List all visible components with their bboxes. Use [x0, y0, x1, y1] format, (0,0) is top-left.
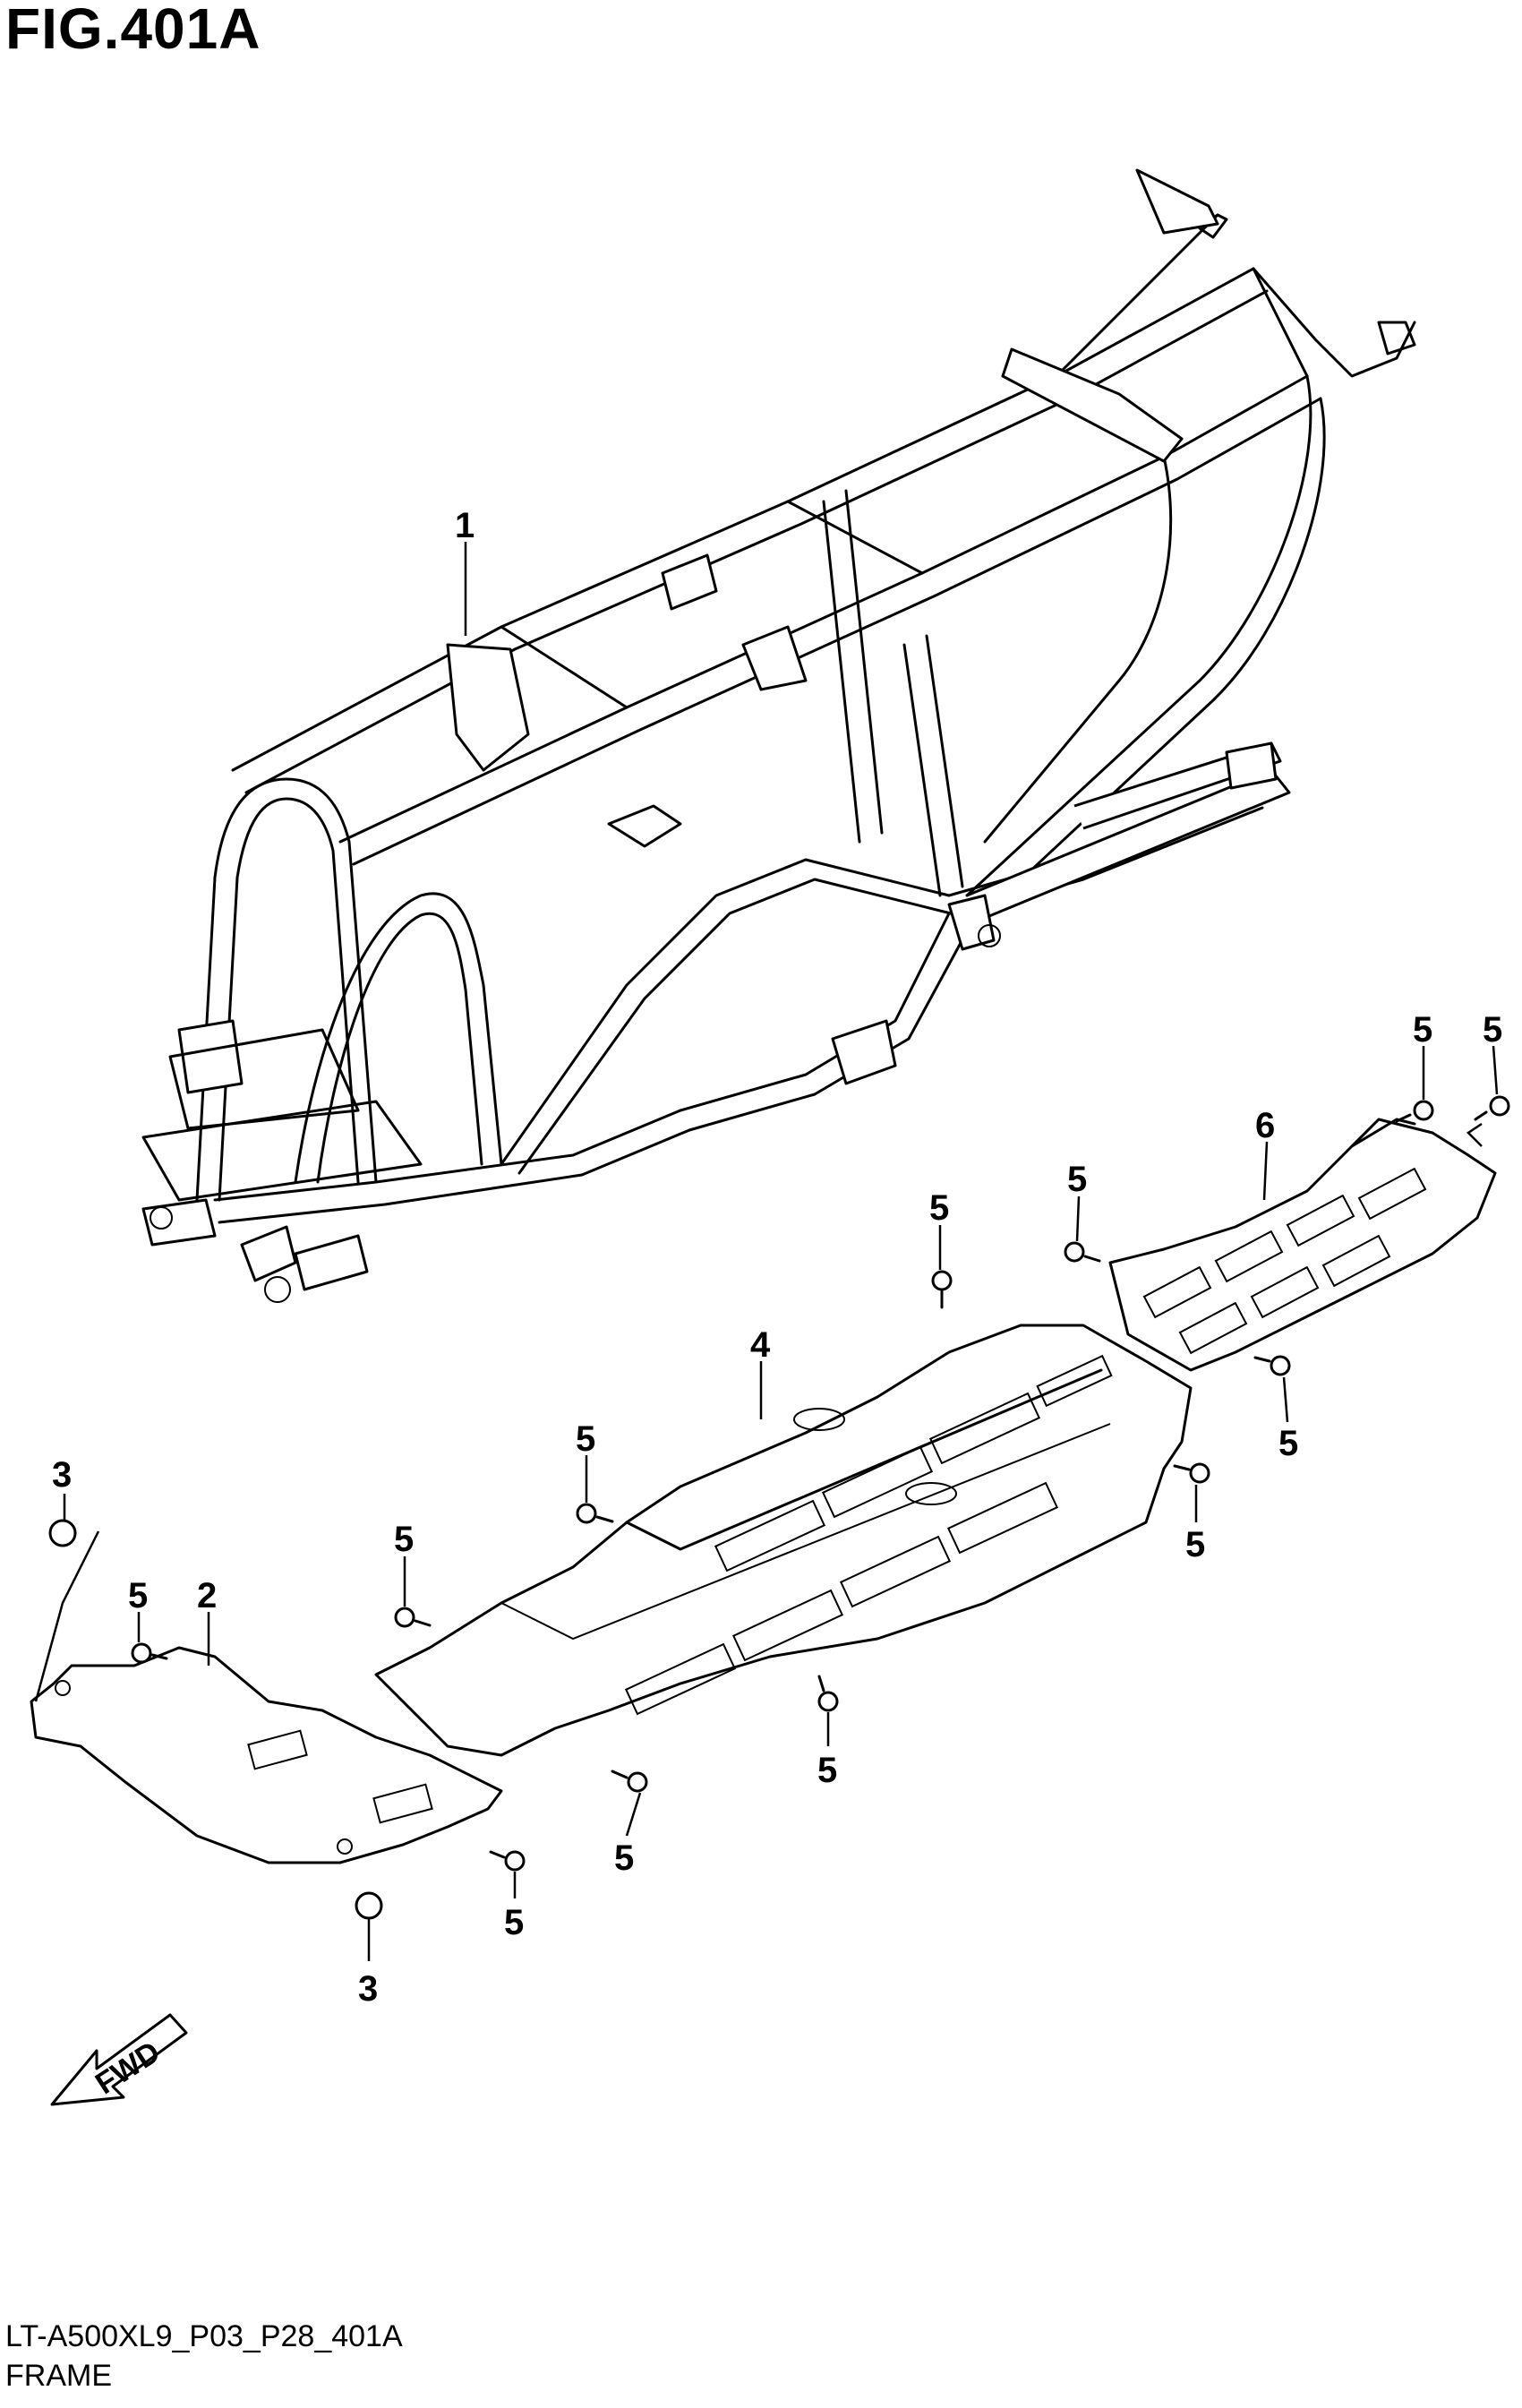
bolt-icon — [1395, 1100, 1434, 1123]
bolt-icon — [931, 1270, 953, 1309]
callout-screw-front-top: 3 — [52, 1455, 72, 1495]
callout-screw-front-bottom: 3 — [358, 1969, 378, 2009]
callout-bolt-center-bottom: 5 — [817, 1751, 837, 1790]
bolt-icons — [48, 1095, 1510, 1920]
frame-assembly — [141, 168, 1416, 1303]
callout-bolt-rear-mid: 5 — [929, 1188, 949, 1228]
callout-bolt-rear-left: 5 — [1067, 1160, 1087, 1199]
bolt-icon — [489, 1850, 526, 1872]
screw-icon — [48, 1519, 77, 1547]
bolt-icon — [394, 1607, 432, 1628]
bolt-icon — [576, 1503, 614, 1524]
leader-lines — [34, 542, 1499, 1961]
callout-bolt-center-right: 5 — [1278, 1424, 1298, 1463]
callout-front-skid-plate: 2 — [197, 1576, 217, 1615]
callout-center-skid-plate: 4 — [750, 1325, 771, 1365]
front-skid-plate — [30, 1646, 503, 1864]
figure-name: FRAME — [5, 2359, 112, 2393]
callout-bolt-center-left-upper: 5 — [576, 1419, 595, 1459]
center-skid-plate — [374, 1324, 1193, 1757]
callout-rear-skid-plate: 6 — [1255, 1106, 1275, 1145]
callout-bolt-front-plate-bottom: 5 — [504, 1903, 524, 1942]
rear-skid-plate — [1108, 1118, 1497, 1372]
callout-bolt-center-front: 5 — [614, 1838, 634, 1878]
fwd-arrow-icon: FWD — [50, 2013, 188, 2106]
bolt-icon — [1064, 1241, 1101, 1263]
callout-labels: 1 2 3 3 4 6 5 5 5 5 5 5 5 5 5 5 5 5 — [52, 506, 1502, 2009]
callout-bolt-front-plate-top: 5 — [128, 1576, 148, 1615]
bolt-icon — [817, 1675, 839, 1712]
bolt-icon — [1253, 1355, 1291, 1376]
figure-title: FIG.401A — [5, 0, 261, 61]
callout-bolt-center-top: 5 — [1185, 1525, 1205, 1564]
callout-frame: 1 — [455, 506, 475, 545]
bolt-icon — [131, 1642, 168, 1664]
figure-code: LT-A500XL9_P03_P28_401A — [5, 2319, 403, 2353]
screw-icon — [355, 1891, 383, 1920]
bolt-icon — [611, 1770, 648, 1793]
bolt-icon — [1173, 1462, 1210, 1484]
callout-bolt-rear-right-b: 5 — [1483, 1010, 1502, 1050]
callout-bolt-rear-right-a: 5 — [1413, 1010, 1432, 1050]
bolt-icon — [1474, 1095, 1510, 1121]
callout-bolt-center-left-lower: 5 — [394, 1520, 414, 1559]
